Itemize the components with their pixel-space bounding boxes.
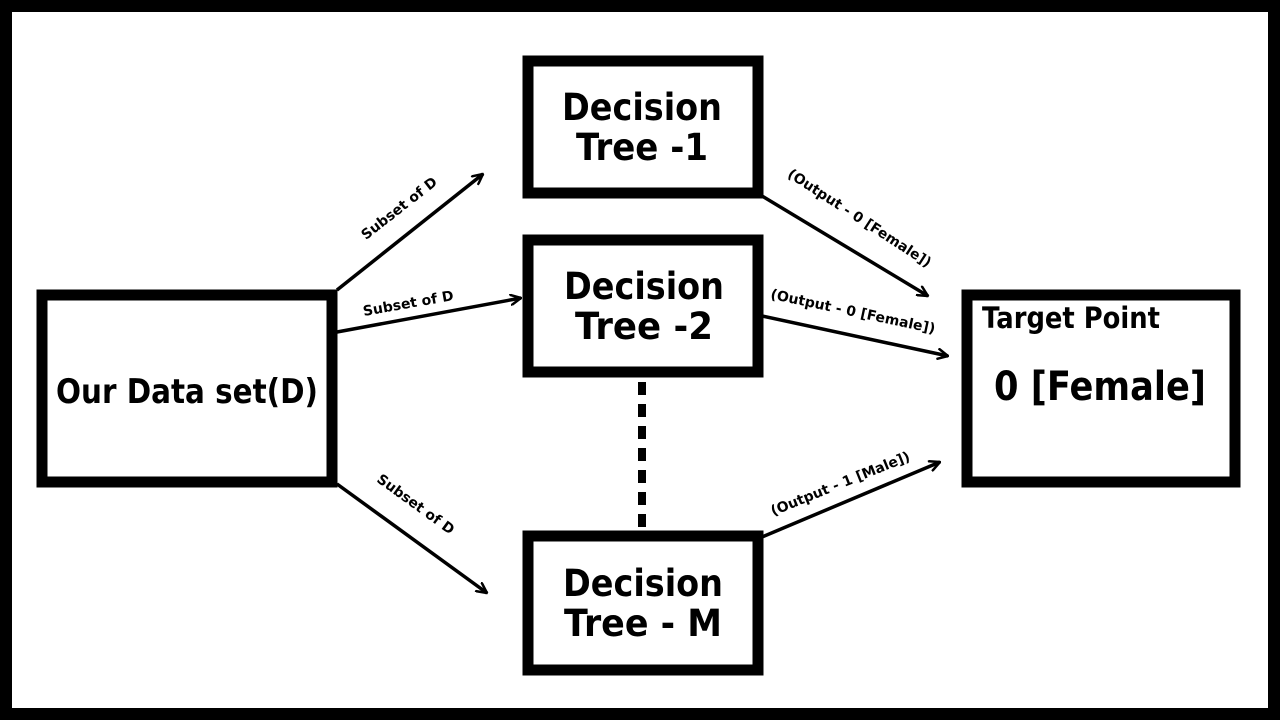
edge-dataset-to-tree-1: Subset of D: [335, 172, 483, 292]
edge-dataset-to-tree-m: Subset of D: [335, 471, 487, 595]
dataset-label: Our Data set(D): [56, 372, 318, 412]
arrow-dataset-to-tree-2: [336, 298, 521, 334]
decision-tree-m-line1: Decision: [563, 562, 723, 605]
target-node: Target Point 0 [Female]: [961, 289, 1241, 488]
decision-tree-2-line2: Tree -2: [575, 305, 713, 348]
decision-tree-2-node: Decision Tree -2: [522, 234, 764, 378]
edge-tree-2-to-target: (Output - 0 [Female]): [761, 287, 948, 356]
target-box: [961, 289, 1241, 488]
edge-label-subset-3: Subset of D: [374, 471, 458, 538]
dataset-box: [36, 289, 338, 488]
decision-tree-1-line2: Tree -1: [576, 126, 708, 169]
arrow-tree-m-to-target: [761, 462, 940, 539]
decision-tree-1-box: [522, 55, 764, 199]
decision-tree-m-line2: Tree - M: [564, 602, 722, 645]
arrow-dataset-to-tree-m: [335, 482, 487, 595]
arrow-tree-1-to-target: [761, 194, 928, 298]
dataset-node: Our Data set(D): [36, 289, 338, 488]
edge-tree-m-to-target: (Output - 1 [Male]): [761, 449, 940, 539]
target-title: Target Point: [982, 301, 1160, 335]
decision-tree-2-box: [522, 234, 764, 378]
target-value: 0 [Female]: [994, 364, 1206, 410]
edge-dataset-to-tree-2: Subset of D: [336, 288, 521, 334]
edge-label-output-2: (Output - 0 [Female]): [769, 287, 937, 338]
decision-tree-m-node: Decision Tree - M: [522, 530, 764, 676]
decision-tree-2-line1: Decision: [564, 265, 724, 308]
arrow-dataset-to-tree-1: [335, 172, 483, 292]
decision-tree-1-node: Decision Tree -1: [522, 55, 764, 199]
edge-tree-1-to-target: (Output - 0 [Female]): [761, 166, 934, 298]
edge-label-subset-2: Subset of D: [362, 288, 455, 320]
decision-tree-1-line1: Decision: [562, 86, 722, 129]
edge-label-subset-1: Subset of D: [358, 174, 440, 243]
decision-tree-m-box: [522, 530, 764, 676]
arrow-tree-2-to-target: [761, 314, 948, 356]
